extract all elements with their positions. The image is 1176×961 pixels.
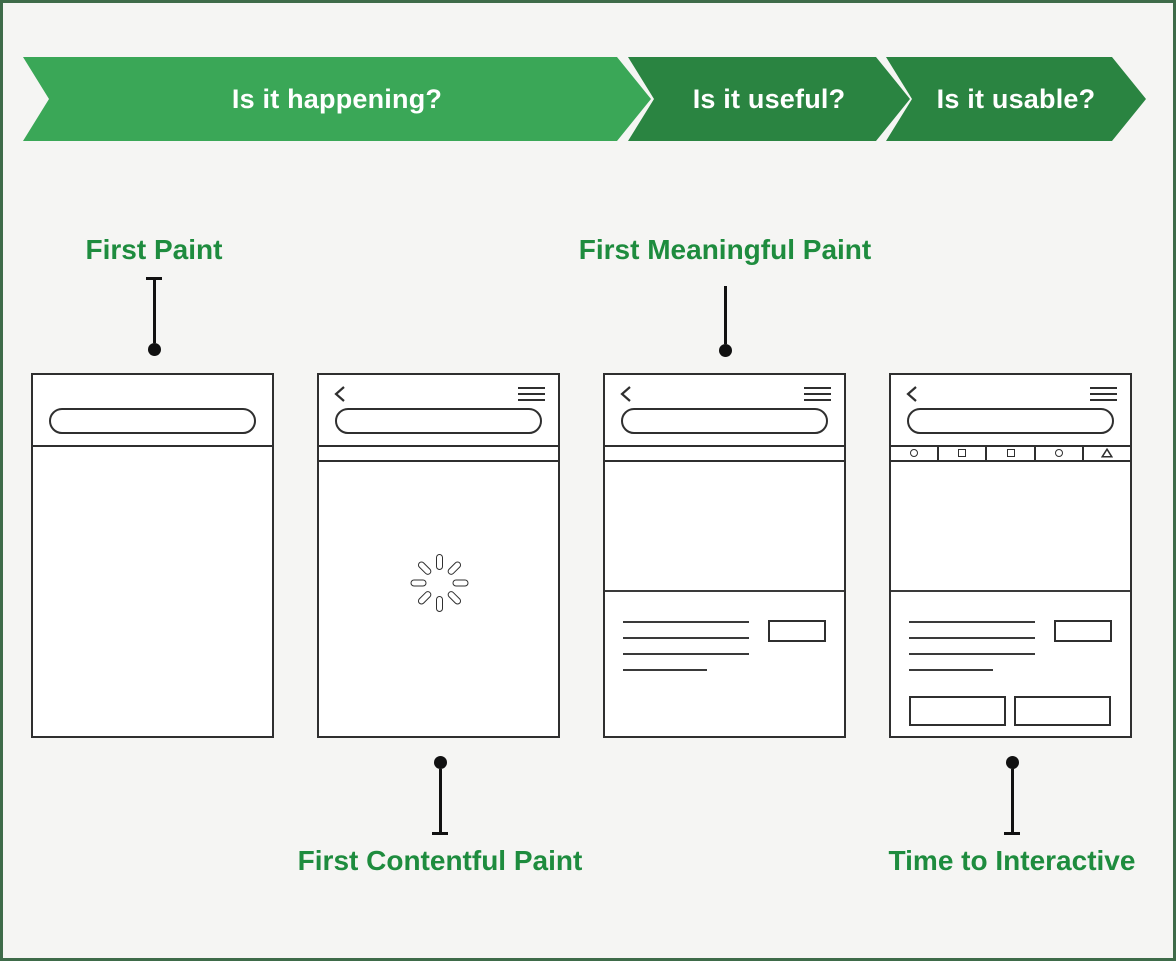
image-placeholder: [1054, 620, 1112, 642]
pin-first-paint: [146, 277, 162, 356]
menu-icon: [518, 387, 545, 401]
pin-time-to-interactive: [1004, 756, 1020, 835]
content-divider: [891, 590, 1130, 592]
search-bar: [335, 408, 542, 434]
phone-subheader-strip: [319, 445, 558, 462]
pin-first-meaningful-paint: [717, 286, 733, 357]
pin-cap: [1004, 832, 1020, 835]
toolbar-cell: [1084, 445, 1130, 460]
circle-icon: [1054, 448, 1063, 457]
banner-step-is-it-useful: Is it useful?: [628, 57, 910, 141]
label-time-to-interactive: Time to Interactive: [888, 845, 1136, 876]
back-icon: [906, 386, 917, 402]
banner-step-is-it-usable: Is it usable?: [886, 57, 1146, 141]
search-bar: [49, 408, 256, 434]
banner-step-label: Is it happening?: [231, 83, 443, 114]
text-placeholder-lines: [623, 621, 749, 685]
pin-line: [438, 769, 442, 832]
phone-mock-first-contentful-paint: [317, 373, 560, 738]
phone-header: [33, 375, 272, 447]
phone-header: [605, 375, 844, 447]
phone-mock-time-to-interactive: [889, 373, 1132, 738]
button-placeholder: [909, 696, 1006, 726]
pin-cap: [432, 832, 448, 835]
content-divider: [605, 590, 844, 592]
pin-dot: [718, 344, 732, 357]
label-first-meaningful-paint: First Meaningful Paint: [578, 234, 872, 265]
pin-line: [723, 286, 727, 344]
pin-dot: [433, 756, 447, 769]
pin-line: [152, 280, 156, 343]
button-placeholder: [1014, 696, 1111, 726]
phone-header: [891, 375, 1130, 447]
pin-dot: [1005, 756, 1019, 769]
phone-mock-first-meaningful-paint: [603, 373, 846, 738]
toolbar-cell: [891, 445, 940, 460]
banner-step-label: Is it useful?: [692, 83, 846, 114]
toolbar-cell: [939, 445, 988, 460]
back-icon: [334, 386, 345, 402]
menu-icon: [804, 387, 831, 401]
triangle-icon: [1100, 447, 1113, 458]
back-icon: [620, 386, 631, 402]
menu-icon: [1090, 387, 1117, 401]
phone-toolbar: [891, 445, 1130, 462]
pin-line: [1010, 769, 1014, 832]
text-placeholder-lines: [909, 621, 1035, 685]
label-first-paint: First Paint: [85, 234, 223, 265]
phone-mock-first-paint: [31, 373, 274, 738]
label-first-contentful-paint: First Contentful Paint: [297, 845, 583, 876]
search-bar: [621, 408, 828, 434]
phone-header: [319, 375, 558, 447]
banner-step-label: Is it usable?: [936, 83, 1096, 114]
pin-cap: [146, 277, 162, 280]
search-bar: [907, 408, 1114, 434]
pin-first-contentful-paint: [432, 756, 448, 835]
square-icon: [958, 448, 967, 457]
banner-step-is-it-happening: Is it happening?: [23, 57, 651, 141]
circle-icon: [910, 448, 919, 457]
square-icon: [1006, 448, 1015, 457]
image-placeholder: [768, 620, 826, 642]
toolbar-cell: [987, 445, 1036, 460]
pin-dot: [147, 343, 161, 356]
phone-subheader-strip: [605, 445, 844, 462]
toolbar-cell: [1036, 445, 1084, 460]
